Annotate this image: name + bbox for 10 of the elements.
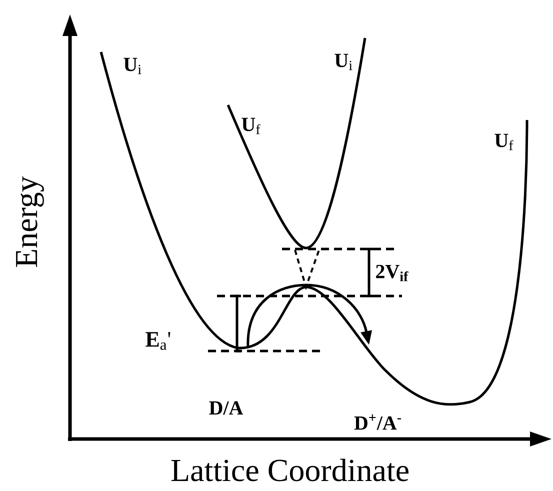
curve-label: U$_{f}$ — [494, 134, 514, 150]
state-label: D$^{+}$/A$^{-}$ — [354, 414, 402, 430]
curve-label: U$_{i}$ — [334, 54, 352, 70]
state-label: D/A — [209, 401, 244, 415]
curve-label: U$_{i}$ — [124, 58, 142, 74]
barrier-label: E$_{a}$' — [146, 332, 170, 350]
axis-label: Energy — [16, 176, 44, 267]
gap-label: 2V$_{if}$ — [376, 264, 408, 282]
axis-label: Lattice Coordinate — [171, 458, 408, 482]
curve-label: U$_{f}$ — [242, 118, 260, 134]
